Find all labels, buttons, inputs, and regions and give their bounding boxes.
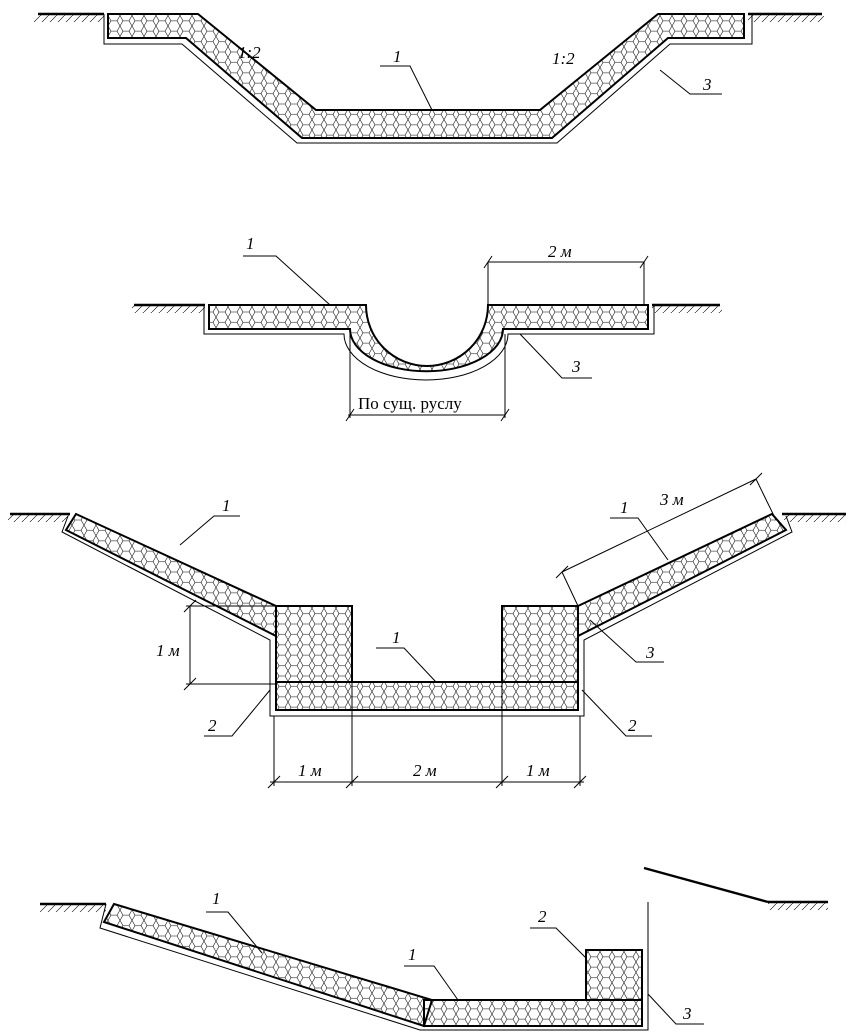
dim-line-slope: [561, 478, 757, 573]
ground-hatch-right: [652, 305, 722, 313]
ground-hatch-left: [40, 904, 106, 912]
ground-hatch-right: [784, 514, 846, 522]
gabion-mattress-left: [64, 512, 277, 638]
callout-3: 3: [702, 75, 712, 94]
dim-1m-height-label: 1 м: [156, 641, 180, 660]
leader-3: [589, 619, 664, 663]
gabion-box-right: [501, 605, 579, 683]
dim-bottom-label: По сущ. руслу: [358, 394, 462, 413]
section-asymmetric: 1 1 2 3: [40, 866, 828, 1031]
ground-hatch-right: [768, 902, 828, 910]
geotextile-layer: [103, 14, 753, 144]
geotextile-layer: [99, 902, 649, 1031]
leader-3: [519, 333, 592, 379]
gabion-mattress-1: [208, 304, 649, 373]
callout-1: 1: [246, 234, 255, 253]
ground-hatch-left: [34, 14, 104, 22]
ground-hatch-right: [748, 14, 824, 22]
section-semicircle: 2 м По сущ. руслу 1 3: [132, 234, 722, 422]
ground-hatch-left: [132, 305, 205, 313]
dim-3m-label: 3 м: [659, 490, 684, 509]
leader-1: [243, 255, 331, 306]
leader-1-bottom: [404, 965, 459, 1001]
leader-1-left: [179, 515, 240, 546]
leader-1-left: [206, 911, 263, 954]
slope-label-right: 1:2: [552, 49, 575, 68]
gabion-mattress-1: [107, 13, 745, 139]
callout-1-right: 1: [620, 498, 629, 517]
dim-bottom-label-1: 1 м: [298, 761, 322, 780]
leader-1-right: [610, 517, 669, 561]
callout-2-right: 2: [628, 716, 637, 735]
dim-bottom-label-2: 2 м: [413, 761, 437, 780]
dim-2m-label: 2 м: [548, 242, 572, 261]
callout-2-left: 2: [208, 716, 217, 735]
dim-bottom-label-3: 1 м: [526, 761, 550, 780]
slope-label-left: 1:2: [238, 43, 261, 62]
gabion-mattress-left: [102, 902, 434, 1028]
callout-1-left: 1: [222, 496, 231, 515]
leader-2-right: [581, 689, 652, 737]
callout-3: 3: [645, 643, 655, 662]
callout-2: 2: [538, 907, 547, 926]
callout-3: 3: [682, 1004, 692, 1023]
leader-2-left: [204, 689, 271, 737]
gabion-mattress-bottom: [423, 999, 643, 1027]
leader-1: [380, 65, 433, 111]
gabion-mattress-right: [577, 512, 788, 638]
callout-3: 3: [571, 357, 581, 376]
leader-2: [530, 927, 587, 959]
gabion-box-left: [275, 605, 353, 683]
geotextile-layer: [61, 515, 793, 717]
leader-3: [647, 993, 704, 1025]
geotextile-layer: [203, 305, 655, 381]
leader-1-bottom: [376, 647, 437, 683]
ground-hatch-left: [8, 514, 70, 522]
callout-1-bottom: 1: [408, 945, 417, 964]
gabion-box: [585, 949, 643, 1001]
callout-1-bottom: 1: [392, 628, 401, 647]
callout-1-left: 1: [212, 889, 221, 908]
section-trapezoid: 1:2 1:2 1 3: [34, 12, 824, 144]
gabion-mattress-bottom: [275, 681, 579, 711]
section-with-boxes: 3 м 1 м 1 м 2 м 1 м 1 1 1 3 2 2: [8, 472, 846, 789]
callout-1: 1: [393, 47, 402, 66]
leader-3: [659, 69, 722, 95]
